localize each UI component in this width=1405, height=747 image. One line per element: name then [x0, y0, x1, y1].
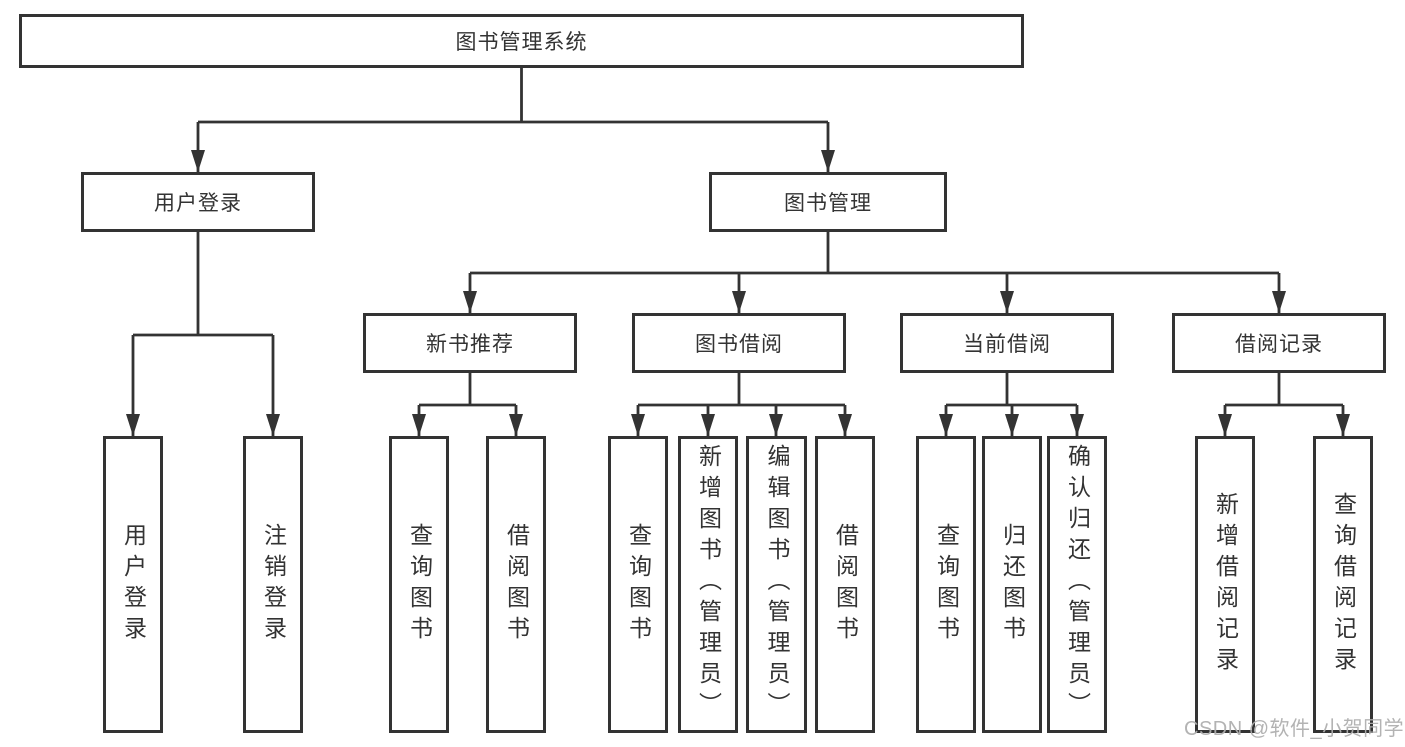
leaf-label: 注销登录: [260, 522, 287, 647]
leaf-label: 新增图书（管理员）: [695, 444, 722, 723]
leaf-query-books-borrow: 查询图书: [608, 436, 668, 733]
leaf-label: 用户登录: [120, 522, 147, 647]
node-label: 借阅记录: [1235, 333, 1323, 356]
leaf-label: 查询图书: [406, 522, 433, 647]
node-current-borrowing: 当前借阅: [900, 313, 1114, 373]
watermark: CSDN @软件_小贺同学: [1184, 718, 1405, 740]
leaf-user-login: 用户登录: [103, 436, 163, 733]
leaf-query-borrow-record: 查询借阅记录: [1313, 436, 1373, 733]
node-book-borrowing: 图书借阅: [632, 313, 846, 373]
node-book-management: 图书管理: [709, 172, 947, 232]
node-borrowing-records: 借阅记录: [1172, 313, 1386, 373]
leaf-logout: 注销登录: [243, 436, 303, 733]
leaf-label: 查询借阅记录: [1330, 491, 1357, 678]
leaf-borrow-books-borrow: 借阅图书: [815, 436, 875, 733]
leaf-label: 借阅图书: [832, 522, 859, 647]
node-label: 当前借阅: [963, 333, 1051, 356]
leaf-confirm-return-admin: 确认归还（管理员）: [1047, 436, 1107, 733]
leaf-label: 确认归还（管理员）: [1064, 444, 1091, 723]
leaf-borrow-books-recommend: 借阅图书: [486, 436, 546, 733]
leaf-query-books-current: 查询图书: [916, 436, 976, 733]
leaf-return-books: 归还图书: [982, 436, 1042, 733]
leaf-label: 借阅图书: [503, 522, 530, 647]
leaf-label: 归还图书: [999, 522, 1026, 647]
leaf-label: 查询图书: [933, 522, 960, 647]
node-new-book-recommendation: 新书推荐: [363, 313, 577, 373]
leaf-edit-books-admin: 编辑图书（管理员）: [746, 436, 807, 733]
leaf-label: 新增借阅记录: [1212, 491, 1239, 678]
node-label: 图书借阅: [695, 333, 783, 356]
node-library-management-system: 图书管理系统: [19, 14, 1024, 68]
node-user-login: 用户登录: [81, 172, 315, 232]
leaf-query-books-recommend: 查询图书: [389, 436, 449, 733]
node-label: 图书管理系统: [455, 31, 588, 54]
node-label: 新书推荐: [426, 333, 514, 356]
leaf-add-borrow-record: 新增借阅记录: [1195, 436, 1255, 733]
node-label: 用户登录: [154, 192, 242, 215]
leaf-label: 编辑图书（管理员）: [764, 444, 790, 723]
leaf-label: 查询图书: [625, 522, 652, 647]
node-label: 图书管理: [784, 192, 872, 215]
leaf-add-books-admin: 新增图书（管理员）: [678, 436, 738, 733]
